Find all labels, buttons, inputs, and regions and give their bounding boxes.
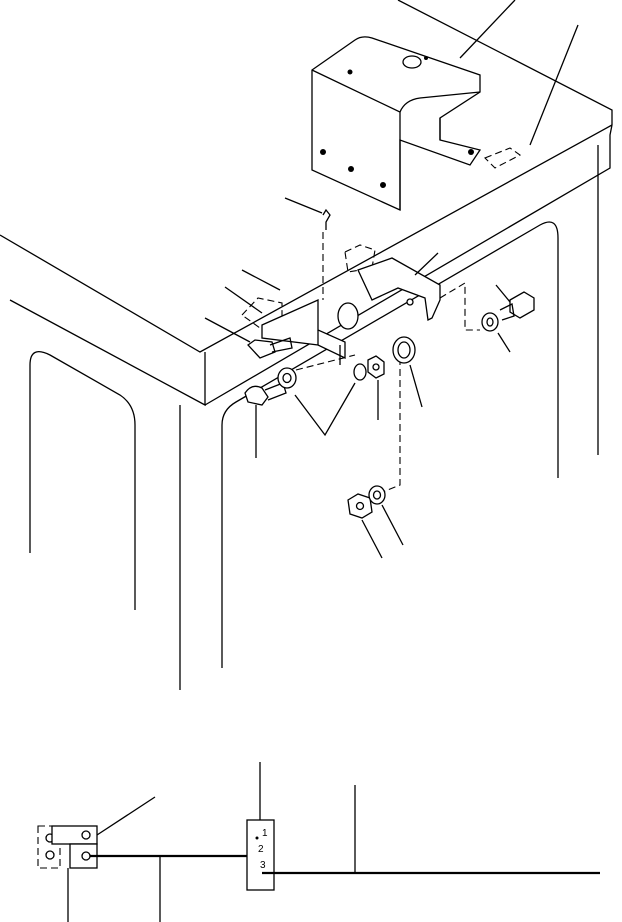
- cover-hole-small: [347, 69, 353, 75]
- cover-bolt-hole: [468, 149, 474, 155]
- panel-front-edge: [9, 299, 206, 407]
- bolt-shank: [269, 337, 293, 353]
- leader-line: [224, 286, 263, 314]
- terminal-label-1: 1: [262, 828, 268, 839]
- centre-fasteners: [244, 336, 423, 559]
- terminal-dot: [255, 836, 259, 840]
- leader-line: [409, 364, 423, 408]
- left-bracket-assembly: [204, 197, 359, 365]
- hex-bolt-shank: [499, 303, 515, 321]
- carriage-bolt-head: [244, 385, 269, 406]
- cover-bracket-body: [311, 36, 482, 212]
- lower-washer-hole: [372, 490, 382, 500]
- cotter-pin: [322, 208, 331, 230]
- lock-washer-hole: [486, 317, 494, 327]
- leader-line: [495, 284, 511, 303]
- right-bracket-assembly: [344, 244, 535, 353]
- leader-line: [204, 317, 251, 343]
- leader-line: [497, 332, 511, 353]
- cover-bolt-hole: [348, 166, 354, 172]
- cover-bracket-inner-fold: [399, 91, 481, 113]
- cover-bolt-hole: [380, 182, 386, 188]
- hex-nut-hole: [372, 363, 380, 371]
- switch-terminal: [45, 850, 55, 860]
- leader-line: [361, 519, 383, 559]
- grommet-hole: [397, 341, 411, 359]
- cover-hole: [402, 55, 422, 69]
- hex-bolt-head: [509, 291, 535, 319]
- cover-bolt-hole: [320, 149, 326, 155]
- switch-terminal: [81, 830, 91, 840]
- terminal-label-2: 2: [258, 844, 264, 855]
- leader-line: [414, 252, 439, 276]
- hidden-line: [295, 354, 356, 371]
- lock-washer: [353, 363, 367, 381]
- flat-washer-hole: [282, 372, 292, 384]
- leader-line: [294, 382, 356, 437]
- right-window-opening: [221, 221, 559, 668]
- right-bracket: [357, 257, 441, 321]
- terminal-label-3: 3: [260, 860, 266, 871]
- hidden-line: [379, 358, 401, 494]
- left-window-opening: [29, 351, 136, 610]
- leader-line: [96, 796, 156, 836]
- panel-top-edge: [0, 124, 613, 353]
- connector-block: [246, 819, 275, 891]
- panel-hole: [337, 302, 359, 330]
- cover-bracket: [311, 0, 579, 212]
- hidden-bracket-outline: [344, 244, 376, 273]
- panel-rear-top-edge: [397, 0, 613, 125]
- hidden-bracket-outline: [241, 297, 283, 329]
- panel-front-lip: [204, 124, 613, 406]
- hidden-line: [439, 282, 480, 331]
- bolt-head: [247, 339, 276, 359]
- lower-hex-nut-hole: [355, 501, 365, 511]
- cover-hole-small: [424, 56, 428, 60]
- leader-line: [241, 269, 281, 291]
- leader-line: [284, 197, 323, 214]
- leader-line: [459, 0, 516, 59]
- cab-panel: [0, 0, 613, 690]
- leader-line: [529, 24, 579, 146]
- hidden-switch-outline: [37, 825, 61, 869]
- bracket-hole: [406, 298, 414, 306]
- leader-line: [381, 504, 404, 546]
- left-bracket: [261, 298, 346, 360]
- hidden-clip: [484, 147, 522, 169]
- wiring-schematic: 1 2 3: [37, 762, 600, 922]
